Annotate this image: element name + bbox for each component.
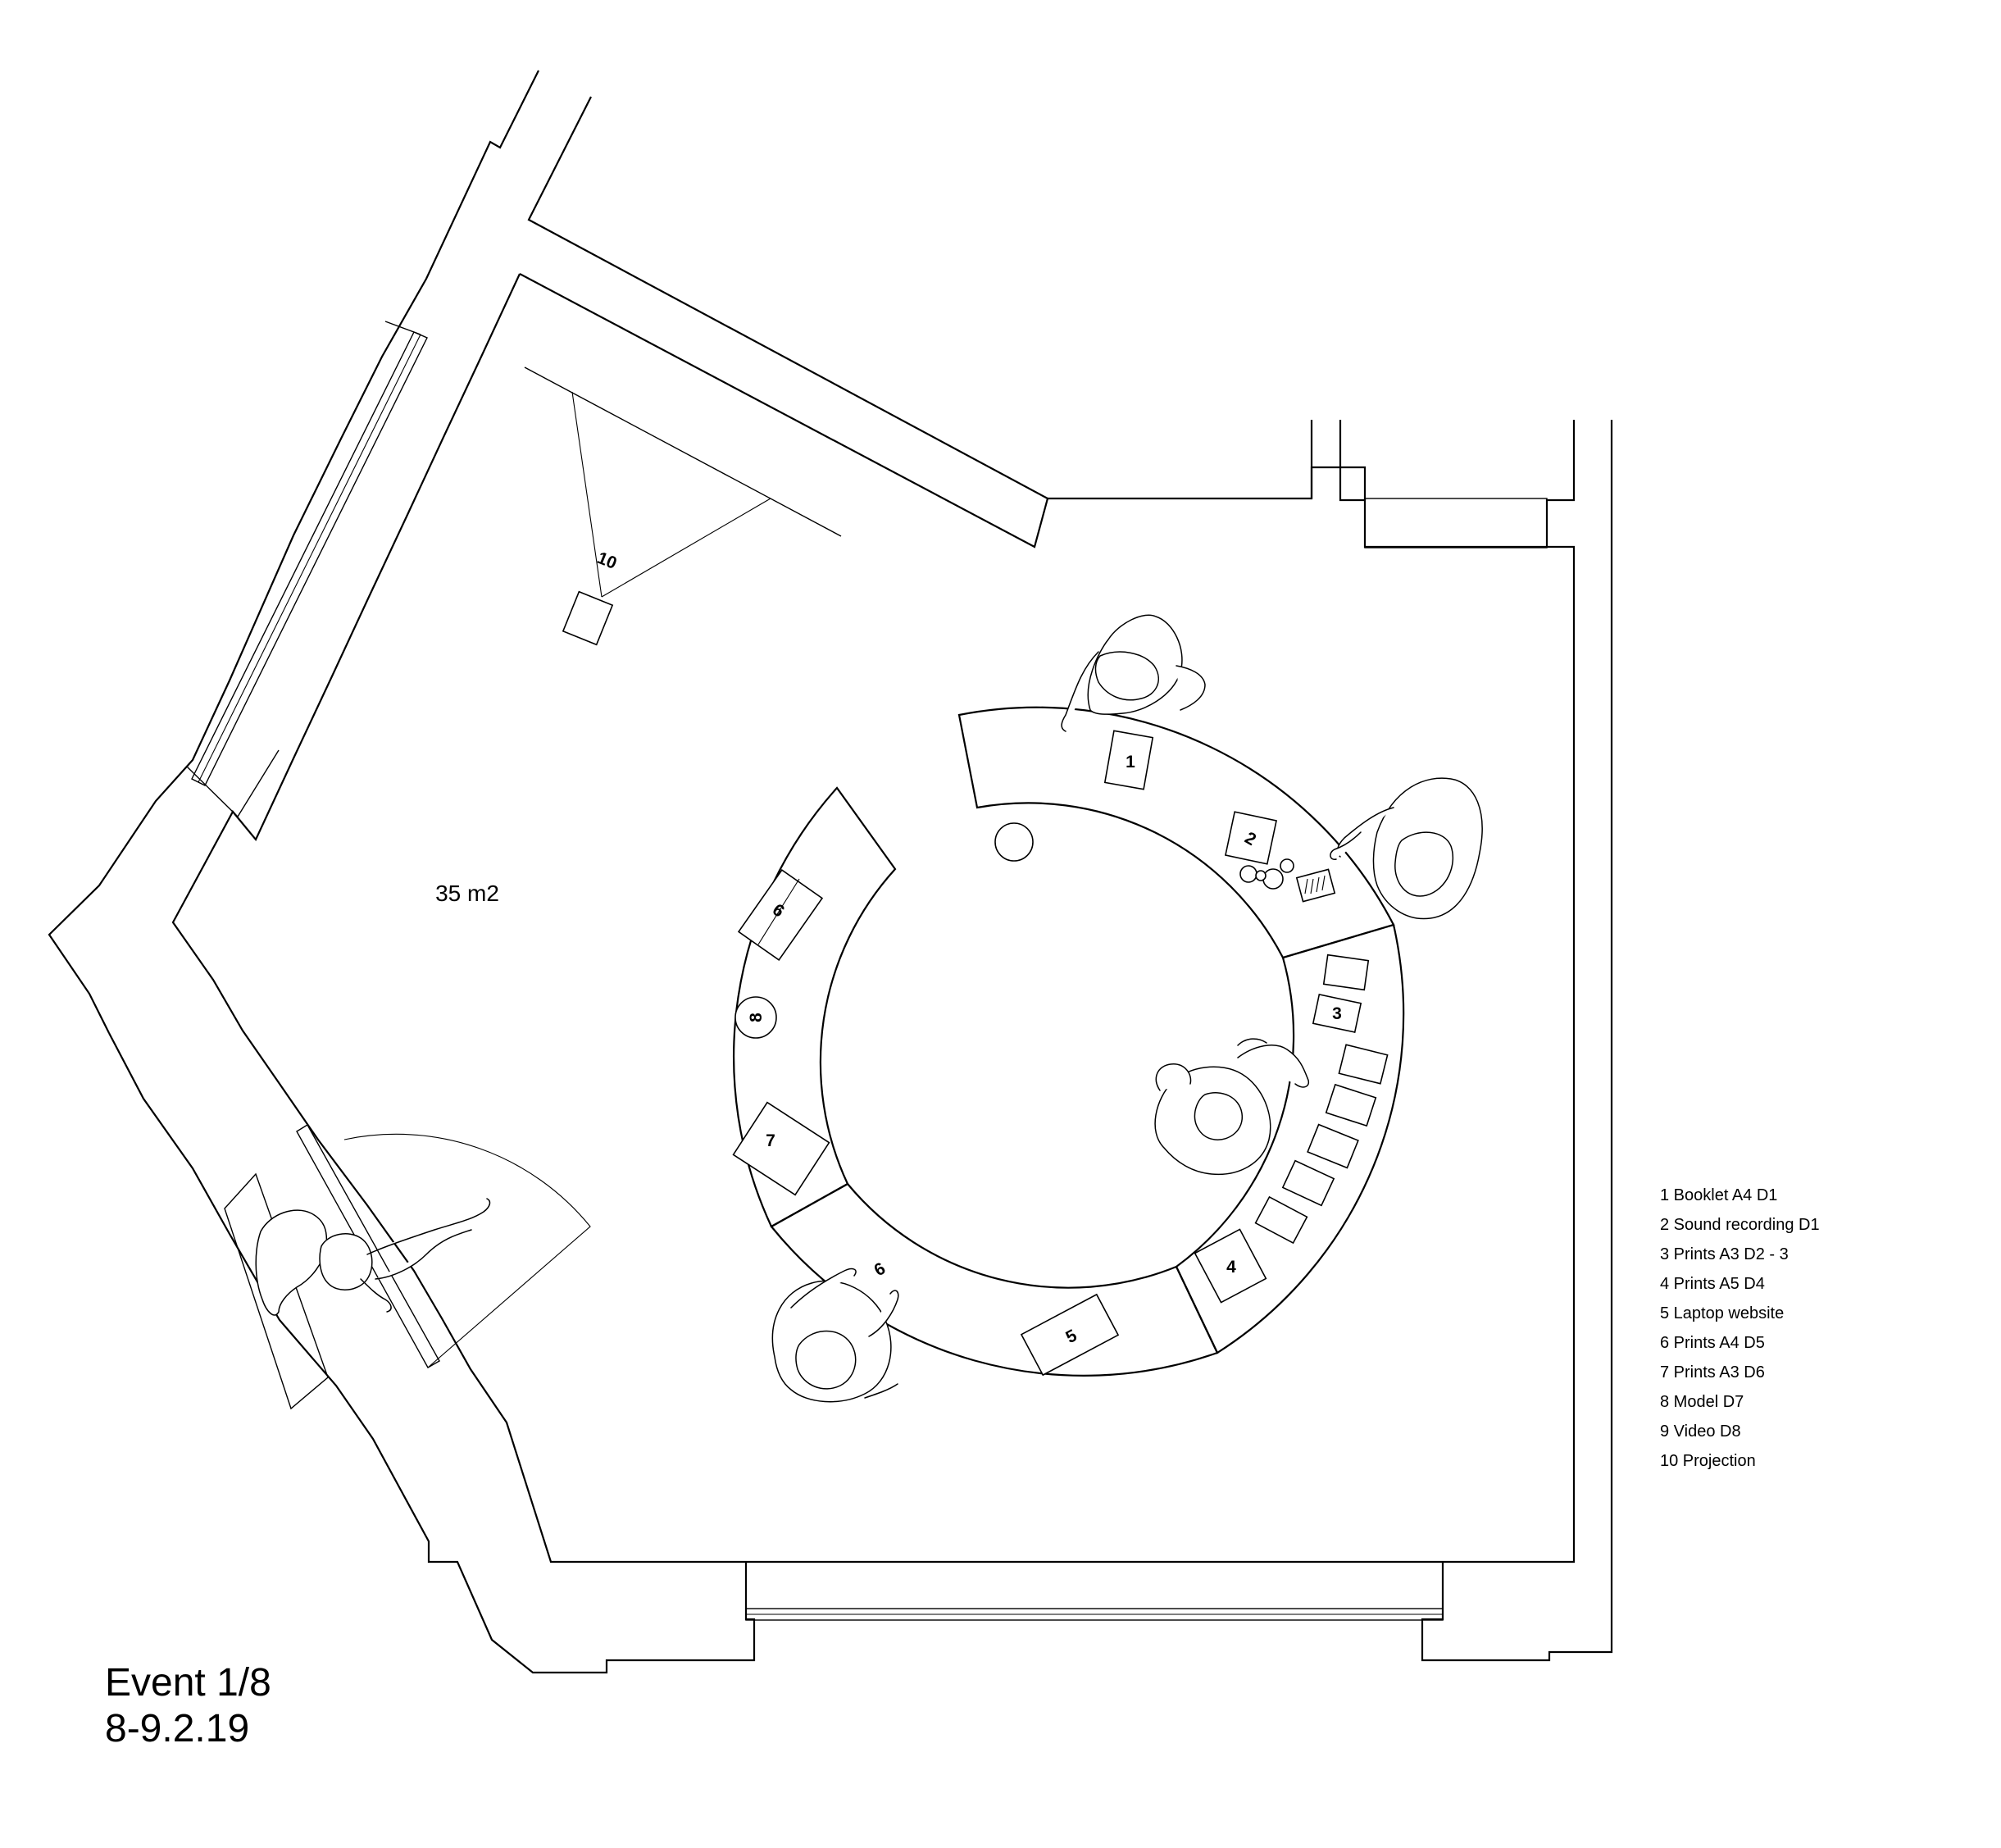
legend: 1 Booklet A4 D1 2 Sound recording D1 3 P… [1660,1181,1820,1476]
sound-recorder [1295,868,1336,903]
legend-item: 5 Laptop website [1660,1304,1785,1322]
outer-wall-right-4 [1421,420,1613,1662]
item-label-10: 10 [594,548,619,573]
legend-item: 4 Prints A5 D4 [1660,1275,1765,1293]
item-label-3: 3 [1332,1004,1342,1023]
item-7-prints [732,1101,830,1196]
item-1-booklet [1103,730,1154,790]
area-label: 35 m2 [435,881,499,906]
projection: 10 [524,366,842,646]
item-label-4: 4 [1226,1258,1236,1277]
item-label-8: 8 [747,1013,766,1022]
legend-item: 1 Booklet A4 D1 [1660,1186,1778,1204]
legend-item: 7 Prints A3 D6 [1660,1363,1765,1381]
outer-wall-bottom [108,1032,756,1674]
item-3-prints [1254,954,1389,1245]
outer-wall-top-right [527,96,1048,499]
event-title: Event 1/8 [105,1661,271,1705]
person-right [1330,777,1483,920]
item-9-video [737,868,824,962]
item-label-7: 7 [766,1131,775,1150]
legend-item: 2 Sound recording D1 [1660,1216,1820,1234]
item-8-model [734,996,777,1039]
item-4-prints [1194,1228,1267,1304]
legend-item: 8 Model D7 [1660,1393,1744,1411]
person-center [1154,1038,1309,1176]
column [994,822,1034,862]
person-top [1061,614,1206,732]
door-swing [343,1133,591,1368]
door-leaf [296,1124,440,1368]
person-door [255,1198,491,1316]
right-window [1364,498,1548,548]
legend-item: 6 Prints A4 D5 [1660,1334,1765,1352]
outer-wall-right-2 [1339,420,1367,500]
ring-table: 1 2 3 4 5 7 8 [732,706,1405,1377]
left-window [191,331,428,786]
ring-table-top [957,706,1395,959]
item-2-sound-recording [1225,811,1277,865]
ring-table-left [732,786,897,1228]
door-frame [224,1172,329,1410]
door [224,1124,591,1410]
projection-screen [524,366,842,537]
outer-wall-top [48,70,539,1034]
item-label-6: 6 [871,1259,889,1281]
outer-wall-right-3 [1545,420,1576,547]
person-bottom [771,1268,899,1403]
projector [562,590,614,646]
legend-item: 9 Video D8 [1660,1422,1741,1441]
walls [48,70,1613,1674]
item-5-laptop [1020,1293,1120,1377]
event-date: 8-9.2.19 [105,1707,250,1750]
title-block: Event 1/8 8-9.2.19 [105,1660,271,1752]
legend-item: 3 Prints A3 D2 - 3 [1660,1245,1789,1263]
item-label-1: 1 [1126,753,1135,772]
legend-item: 10 Projection [1660,1452,1756,1470]
